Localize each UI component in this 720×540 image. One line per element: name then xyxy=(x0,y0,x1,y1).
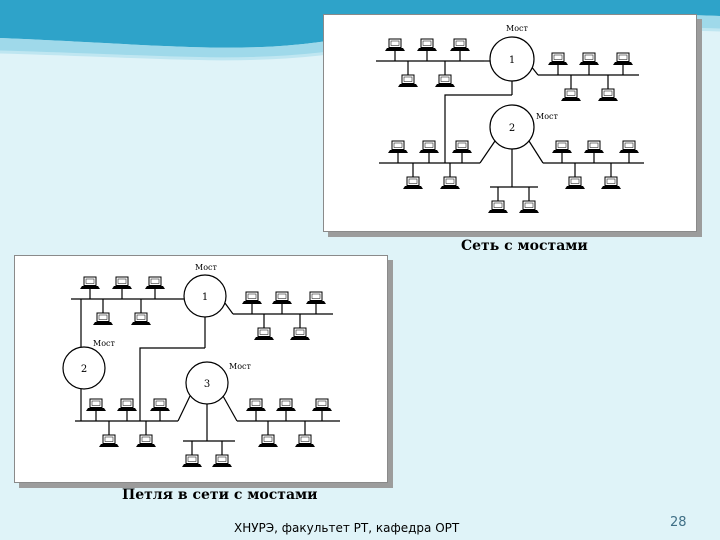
caption-loop-network: Петля в сети с мостами xyxy=(122,487,318,503)
loop-bridge-2-number: 2 xyxy=(81,364,87,375)
bridge-1-circle xyxy=(489,36,535,82)
bridge-1-number: 1 xyxy=(509,55,515,66)
bridge-2-label: Мост xyxy=(536,112,558,121)
bridge-1-label: Мост xyxy=(506,24,528,33)
loop-bridge-2-circle xyxy=(62,346,106,390)
bridge-2-number: 2 xyxy=(509,123,515,134)
loop-bridge-3-circle xyxy=(185,361,229,405)
footer-text: ХНУРЭ, факультет РТ, кафедра ОРТ xyxy=(234,521,460,535)
page-number: 28 xyxy=(670,515,687,530)
loop-bridge-1-circle xyxy=(183,274,227,318)
loop-bridge-2-label: Мост xyxy=(93,339,115,348)
bridged-network-svg: 1 Мост 2 Мост xyxy=(376,24,644,214)
loop-bridge-3-label: Мост xyxy=(229,362,251,371)
bridge-2-circle xyxy=(489,104,535,150)
loop-network-svg: 1 Мост 2 Мост 3 Мост xyxy=(62,263,340,468)
caption-bridged-network: Сеть с мостами xyxy=(461,238,588,254)
loop-bridge-1-label: Мост xyxy=(195,263,217,272)
loop-network-diagram: 1 Мост 2 Мост 3 Мост xyxy=(14,255,388,483)
loop-bridge-1-number: 1 xyxy=(202,292,208,303)
loop-bridge-3-number: 3 xyxy=(204,379,210,390)
bridged-network-diagram: 1 Мост 2 Мост xyxy=(323,14,697,232)
